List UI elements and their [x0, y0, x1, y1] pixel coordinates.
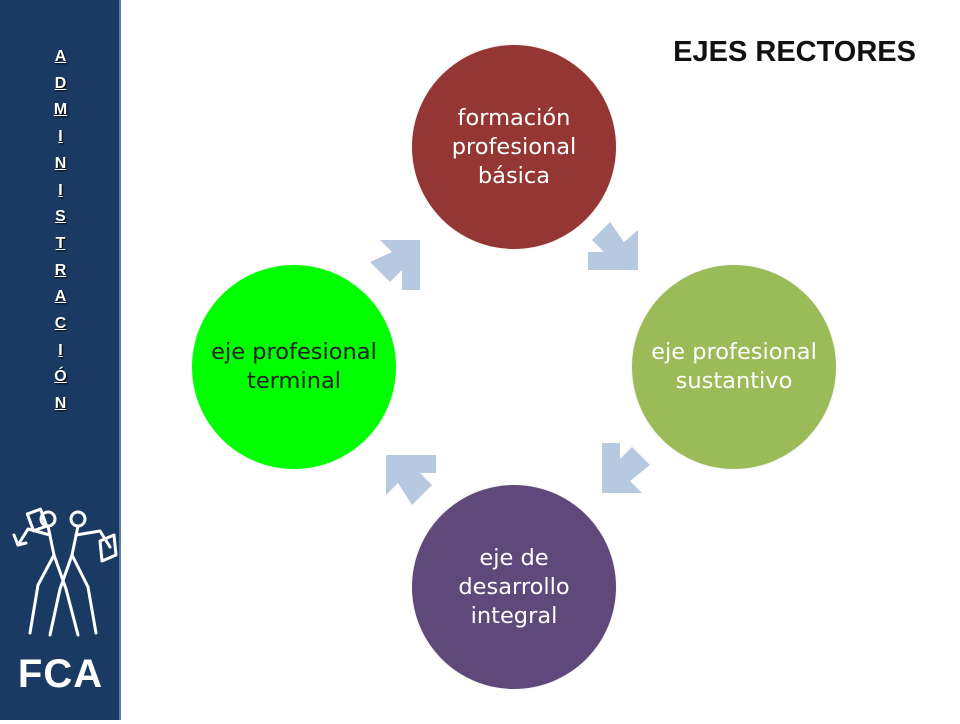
node-label: eje profesional sustantivo [651, 339, 817, 394]
fca-logo-icon [12, 507, 118, 637]
arrow-top-left [370, 240, 420, 290]
node-eje-profesional-sustantivo: eje profesional sustantivo [632, 265, 836, 469]
page-title: EJES RECTORES [673, 36, 916, 68]
sidebar-letter: N [54, 395, 67, 413]
arrow-bottom-left [386, 455, 436, 505]
sidebar-letter: A [54, 48, 67, 65]
node-label: eje profesional terminal [211, 339, 377, 394]
arrow-top-right [588, 222, 638, 270]
sidebar-letter: N [54, 154, 67, 172]
sidebar-letter: I [58, 341, 63, 359]
sidebar-letter: M [53, 101, 68, 119]
sidebar-letter: A [54, 288, 67, 306]
node-eje-profesional-terminal: eje profesional terminal [192, 265, 396, 469]
sidebar-letter: I [58, 128, 63, 146]
node-label: eje de desarrollo integral [458, 544, 570, 629]
sidebar-letter: D [54, 74, 67, 92]
node-formacion-profesional-basica: formación profesional básica [412, 45, 616, 249]
sidebar-letter: Ó [54, 368, 67, 386]
node-label: formación profesional básica [451, 104, 577, 189]
sidebar-letter: S [55, 208, 66, 226]
arrow-bottom-right [602, 443, 650, 493]
sidebar-letter: I [58, 181, 63, 199]
fca-label: FCA [17, 652, 104, 696]
sidebar-letter: T [55, 234, 66, 252]
sidebar-letter: R [54, 261, 67, 279]
vertical-word-administracion: A D M I N I S T R A C I Ó N [0, 44, 121, 418]
node-eje-desarrollo-integral: eje de desarrollo integral [412, 485, 616, 689]
sidebar-letter: C [54, 315, 67, 333]
sidebar: A D M I N I S T R A C I Ó N FCA [0, 0, 121, 720]
